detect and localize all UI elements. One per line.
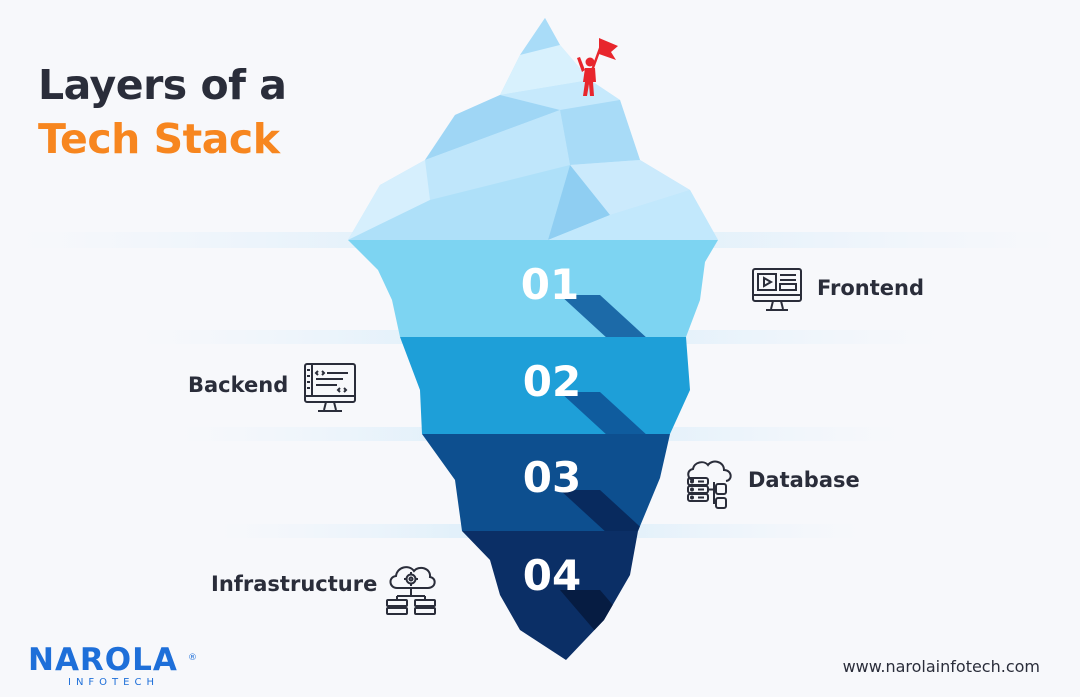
layer-2-label: Backend <box>188 373 289 397</box>
page-title: Layers of a Tech Stack <box>38 58 287 166</box>
iceberg-tip <box>348 18 718 240</box>
website-url: www.narolainfotech.com <box>842 657 1040 676</box>
cloud-network-icon <box>384 560 438 616</box>
layer-1-number: 01 <box>521 260 579 309</box>
layer-3-band <box>422 434 670 531</box>
brand-logo: NAROLA® INFOTECH <box>28 642 198 689</box>
monitor-code-icon <box>303 362 357 414</box>
layer-2-band <box>400 337 690 434</box>
title-line-2: Tech Stack <box>38 115 280 163</box>
brand-subtitle: INFOTECH <box>68 677 159 688</box>
layer-1-band <box>348 240 718 337</box>
layer-4-label: Infrastructure <box>211 572 378 596</box>
layer-1-label: Frontend <box>817 276 924 300</box>
flag-figure-icon <box>577 38 618 96</box>
layer-2-number: 02 <box>523 357 581 406</box>
title-line-1: Layers of a <box>38 61 287 109</box>
layer-3-label: Database <box>748 468 860 492</box>
layer-3-number: 03 <box>523 453 581 502</box>
brand-name: NAROLA® <box>28 642 198 678</box>
monitor-media-icon <box>751 266 803 314</box>
cloud-database-icon <box>684 458 736 512</box>
layer-4-number: 04 <box>523 551 581 600</box>
registered-mark: ® <box>188 653 198 663</box>
